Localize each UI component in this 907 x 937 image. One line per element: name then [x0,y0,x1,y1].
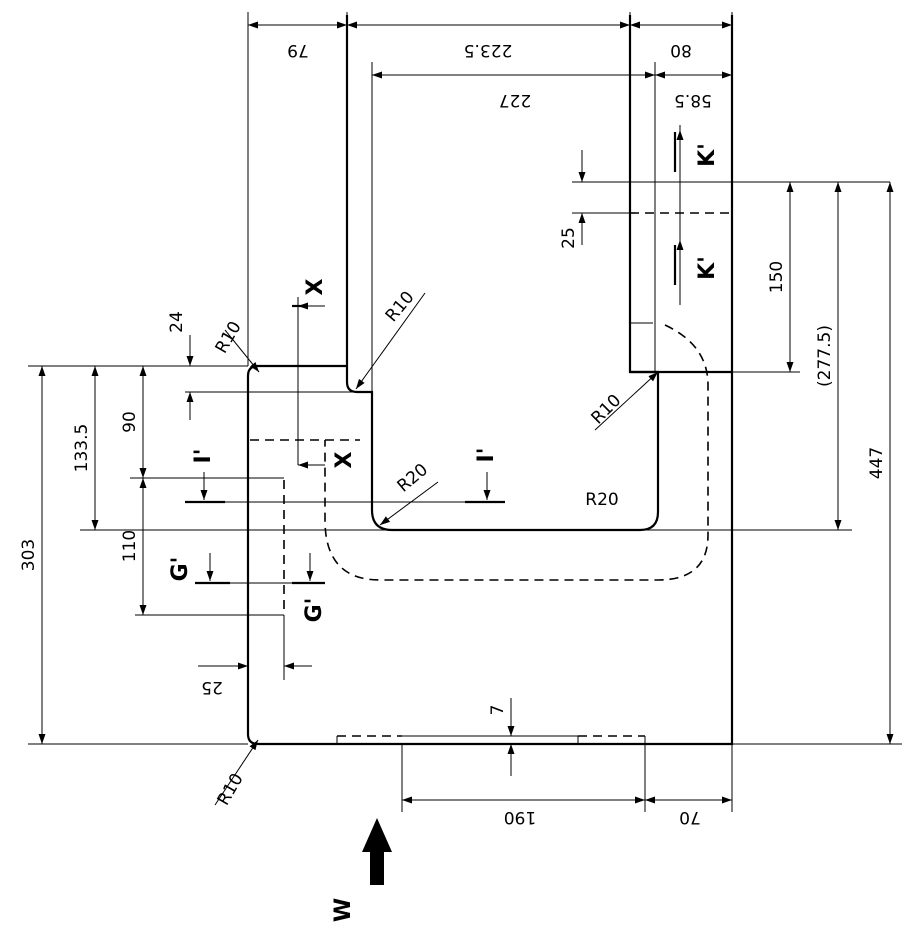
section-label-g-left: G' [168,557,193,582]
radius-r10-bottom: R10 [214,770,248,809]
section-label-x-bottom: X [332,451,357,468]
bottom-recess [336,735,646,744]
dim-303: 303 [19,539,39,571]
dimension-lines [38,21,894,804]
section-label-x-top: X [303,278,328,295]
dim-79: 79 [287,40,309,60]
dim-25-top: 25 [559,227,579,249]
section-label-g-right: G' [302,598,327,623]
section-label-i-right: I' [474,448,499,463]
dim-7: 7 [488,705,508,716]
dim-133-5: 133.5 [72,424,92,473]
dim-25-left: 25 [201,677,223,697]
section-label-k-top: K' [695,143,720,167]
dimension-texts: 79 223.5 80 227 58.5 25 150 (277.5) 447 … [19,40,887,827]
dim-223-5: 223.5 [464,40,513,60]
dim-227: 227 [499,90,531,110]
radius-leaders [214,292,659,806]
section-label-texts: X X I' I' G' G' K' K' W [168,143,720,922]
radius-r10-notch: R10 [382,288,419,326]
view-arrow-w [362,818,392,885]
dim-90: 90 [120,411,140,433]
part-boundary [246,15,734,746]
section-label-k-bottom: K' [695,256,720,280]
radius-r20-outer: R20 [585,490,618,510]
view-label-w: W [331,898,356,922]
outer-contour [345,15,660,532]
dim-24: 24 [167,311,187,333]
dim-110: 110 [120,530,140,562]
extension-lines [28,12,902,812]
dim-447: 447 [867,447,887,479]
part-outline [246,15,734,746]
radius-r10-top-left: R10 [212,318,246,357]
dim-80: 80 [670,40,692,60]
dim-190: 190 [504,807,536,827]
hidden-pocket [324,324,709,581]
section-lines [185,125,684,585]
section-label-i-left: I' [191,449,216,464]
dim-150: 150 [767,261,787,293]
dim-277-5: (277.5) [815,325,835,387]
radius-r10-right: R10 [588,391,626,429]
dim-70: 70 [679,807,701,827]
dim-58-5: 58.5 [674,90,712,110]
